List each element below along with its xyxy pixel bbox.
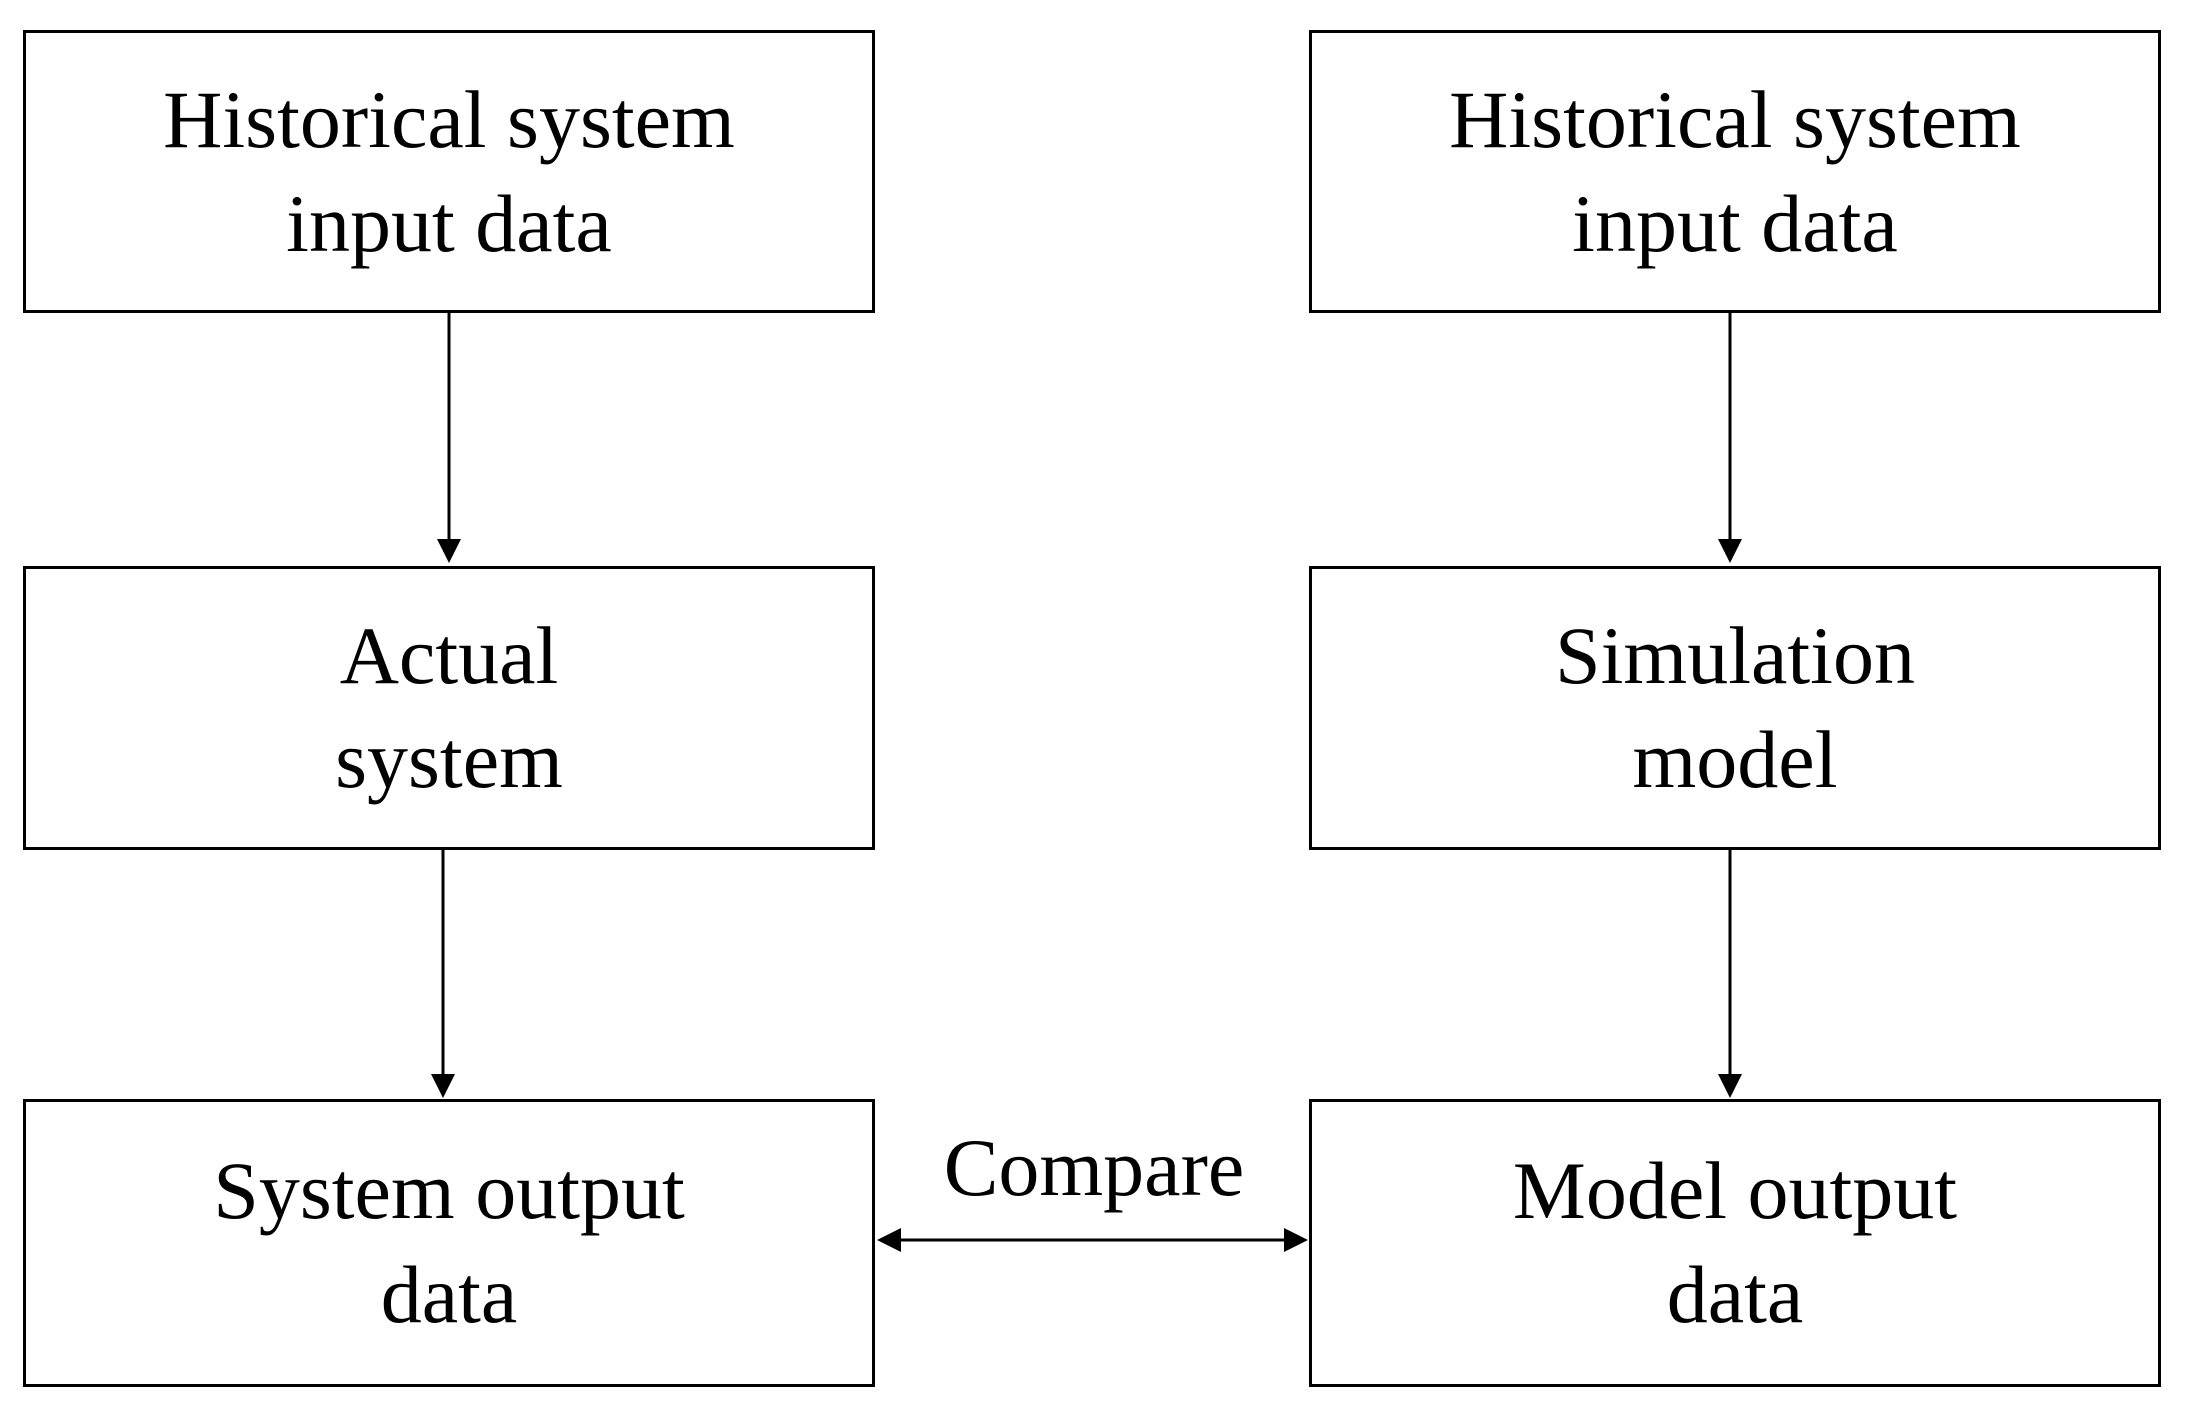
model-output-data-box: Model output data — [1309, 1099, 2161, 1387]
box-label-line-2: data — [1666, 1249, 1804, 1340]
system-output-data-box: System output data — [23, 1099, 875, 1387]
arrow-input-to-simulation-model — [1718, 313, 1742, 563]
compare-double-arrow — [877, 1228, 1308, 1252]
box-label-line-1: Historical system — [1449, 73, 2021, 165]
box-label-line-2: system — [335, 714, 563, 805]
box-label-line-1: System output — [213, 1145, 685, 1236]
box-label-line-1: Model output — [1512, 1145, 1958, 1236]
arrow-input-to-actual-system — [437, 313, 461, 563]
compare-label: Compare — [943, 1122, 1245, 1213]
box-label-line-2: input data — [286, 177, 612, 269]
box-label-line-1: Simulation — [1555, 610, 1915, 701]
arrow-actual-system-to-system-output — [431, 850, 455, 1098]
box-label-line-1: Historical system — [163, 73, 735, 165]
actual-system-box: Actual system — [23, 566, 875, 850]
box-label-line-2: model — [1632, 714, 1838, 805]
box-label-line-1: Actual — [339, 610, 559, 701]
arrow-simulation-model-to-model-output — [1718, 850, 1742, 1098]
box-label-line-2: data — [380, 1249, 518, 1340]
box-label-line-2: input data — [1572, 177, 1898, 269]
historical-input-box-left: Historical system input data — [23, 30, 875, 313]
historical-input-box-right: Historical system input data — [1309, 30, 2161, 313]
simulation-model-box: Simulation model — [1309, 566, 2161, 850]
